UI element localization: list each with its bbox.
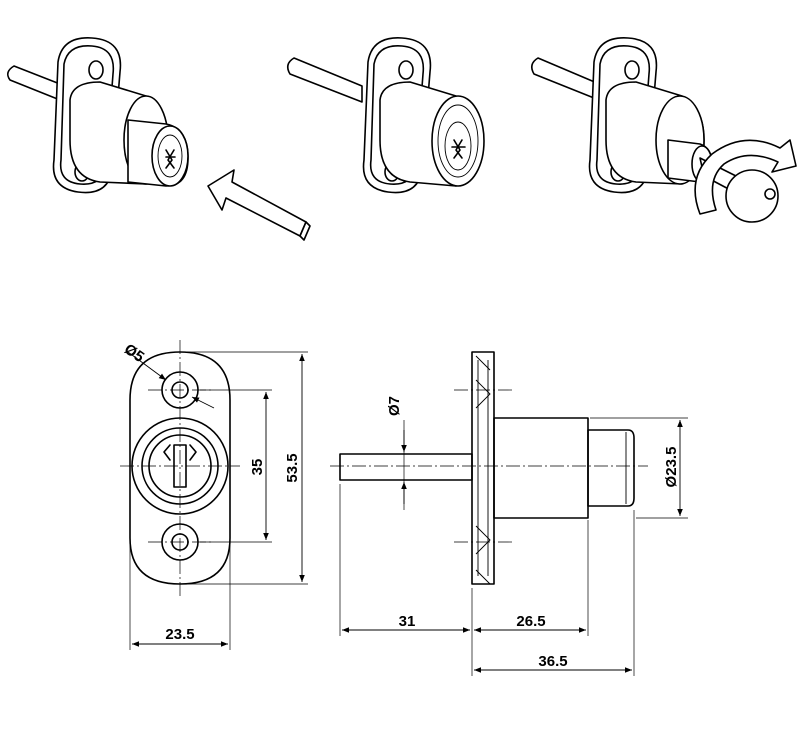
front-view-dimensions bbox=[127, 351, 308, 650]
step3-illustration bbox=[530, 37, 797, 223]
front-view bbox=[120, 340, 240, 596]
dim-hole-diameter: Ø5 bbox=[121, 341, 147, 366]
dim-plate-height: 53.5 bbox=[284, 453, 301, 482]
push-arrow-icon bbox=[207, 169, 311, 241]
step1-illustration bbox=[6, 37, 189, 194]
dim-bolt-diameter: Ø7 bbox=[386, 396, 403, 416]
dim-plate-width: 23.5 bbox=[165, 626, 194, 643]
side-view bbox=[330, 351, 648, 585]
dim-cylinder-diameter: Ø23.5 bbox=[663, 447, 680, 488]
dim-bolt-length: 31 bbox=[399, 613, 416, 630]
side-view-dimensions bbox=[339, 417, 688, 676]
step2-illustration bbox=[286, 37, 485, 194]
dim-body-length: 26.5 bbox=[516, 613, 545, 630]
dim-hole-spacing: 35 bbox=[249, 459, 266, 476]
dim-total-length: 36.5 bbox=[538, 653, 567, 670]
